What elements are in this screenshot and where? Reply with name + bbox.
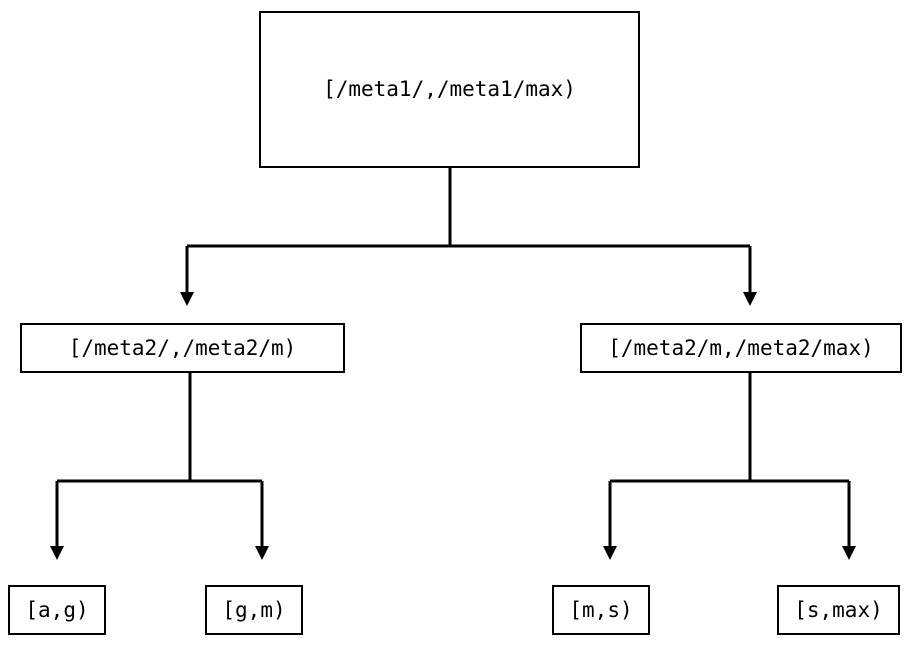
tree-node-root-label: [/meta1/,/meta1/max): [323, 77, 576, 101]
tree-node-root[interactable]: [/meta1/,/meta1/max): [259, 11, 640, 168]
edge-midleft-to-leaves-group: [50, 373, 269, 560]
edge-midright-to-leaves-group: [603, 373, 856, 560]
tree-node-leaf-gm-label: [g,m): [222, 597, 286, 622]
tree-node-leaf-ms[interactable]: [m,s): [552, 585, 650, 635]
arrowhead-mid-right: [743, 292, 757, 306]
tree-node-mid-right-label: [/meta2/m,/meta2/max): [608, 335, 874, 360]
arrowhead-leaf-ms: [603, 546, 617, 560]
arrowhead-leaf-ag: [50, 546, 64, 560]
tree-node-leaf-ms-label: [m,s): [569, 597, 633, 622]
tree-node-leaf-ag-label: [a,g): [25, 597, 89, 622]
arrowhead-leaf-smax: [842, 546, 856, 560]
tree-node-leaf-smax-label: [s,max): [794, 597, 883, 622]
tree-node-leaf-smax[interactable]: [s,max): [777, 585, 900, 635]
tree-node-mid-right[interactable]: [/meta2/m,/meta2/max): [580, 323, 902, 373]
arrowhead-leaf-gm: [255, 546, 269, 560]
tree-node-mid-left-label: [/meta2/,/meta2/m): [68, 335, 297, 360]
arrowhead-mid-left: [180, 292, 194, 306]
tree-node-mid-left[interactable]: [/meta2/,/meta2/m): [20, 323, 345, 373]
tree-node-leaf-gm[interactable]: [g,m): [205, 585, 303, 635]
tree-node-leaf-ag[interactable]: [a,g): [8, 585, 106, 635]
edge-root-to-mid-group: [180, 168, 757, 306]
